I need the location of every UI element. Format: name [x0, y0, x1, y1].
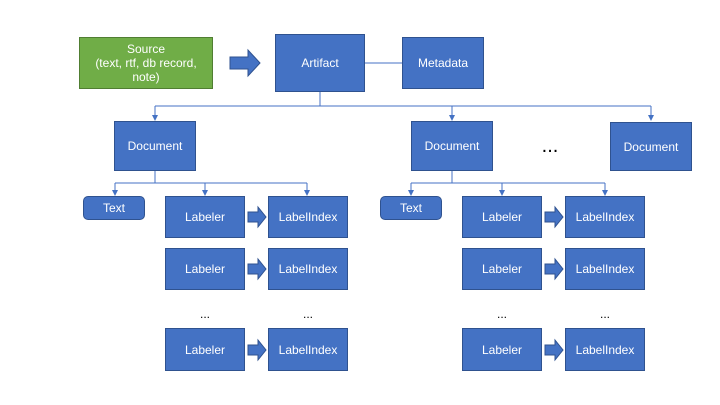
text-label: Text [399, 201, 422, 215]
labelindex-label: LabelIndex [278, 342, 338, 357]
document-box-right: Document [610, 122, 692, 171]
labelindex-box: LabelIndex [268, 248, 348, 290]
labeler-to-labelindex-arrow-l3 [247, 338, 267, 362]
document-label: Document [623, 139, 679, 154]
labeler-to-labelindex-arrow-l2 [247, 257, 267, 281]
labeler-ellipsis: ... [199, 307, 210, 321]
labelindex-box: LabelIndex [565, 196, 645, 238]
labelindex-label: LabelIndex [575, 262, 635, 276]
document-label: Document [127, 139, 183, 153]
labelindex-label: LabelIndex [575, 210, 635, 224]
text-box-left: Text [83, 196, 145, 220]
labelindex-label: LabelIndex [278, 210, 338, 224]
labeler-ellipsis: ... [496, 307, 507, 321]
text-label: Text [102, 201, 125, 215]
labeler-to-labelindex-arrow-m3 [544, 338, 564, 362]
artifact-box: Artifact [275, 34, 365, 92]
labeler-box: Labeler [462, 248, 542, 290]
labeler-label: Labeler [481, 262, 523, 276]
source-box: Source (text, rtf, db record, note) [79, 37, 213, 89]
labeler-label: Labeler [184, 342, 226, 357]
metadata-label: Metadata [417, 56, 469, 70]
labeler-to-labelindex-arrow-m2 [544, 257, 564, 281]
source-to-artifact-arrow [229, 48, 261, 78]
labeler-box: Labeler [165, 328, 245, 371]
text-box-middle: Text [380, 196, 442, 220]
labeler-label: Labeler [184, 262, 226, 276]
document-box-left: Document [114, 121, 196, 171]
labelindex-box: LabelIndex [268, 328, 348, 371]
labelindex-box: LabelIndex [565, 328, 645, 371]
labeler-box: Labeler [165, 196, 245, 238]
metadata-box: Metadata [402, 37, 484, 89]
labeler-label: Labeler [481, 342, 523, 357]
labelindex-ellipsis: ... [599, 307, 610, 321]
document-middle-child-bus [411, 171, 605, 184]
artifact-document-bus [155, 92, 651, 107]
document-ellipsis: ... [541, 135, 559, 157]
labeler-to-labelindex-arrow-m1 [544, 205, 564, 229]
document-box-middle: Document [411, 121, 493, 171]
labeler-label: Labeler [184, 210, 226, 224]
labeler-box: Labeler [165, 248, 245, 290]
labeler-label: Labeler [481, 210, 523, 224]
labelindex-label: LabelIndex [575, 342, 635, 357]
labeler-to-labelindex-arrow-l1 [247, 205, 267, 229]
labeler-box: Labeler [462, 328, 542, 371]
labelindex-box: LabelIndex [565, 248, 645, 290]
artifact-label: Artifact [301, 56, 339, 70]
document-left-child-bus [115, 171, 307, 184]
labeler-box: Labeler [462, 196, 542, 238]
labelindex-box: LabelIndex [268, 196, 348, 238]
document-label: Document [424, 139, 480, 153]
labelindex-ellipsis: ... [302, 307, 313, 321]
labelindex-label: LabelIndex [278, 262, 338, 276]
source-label: Source (text, rtf, db record, note) [95, 42, 197, 84]
